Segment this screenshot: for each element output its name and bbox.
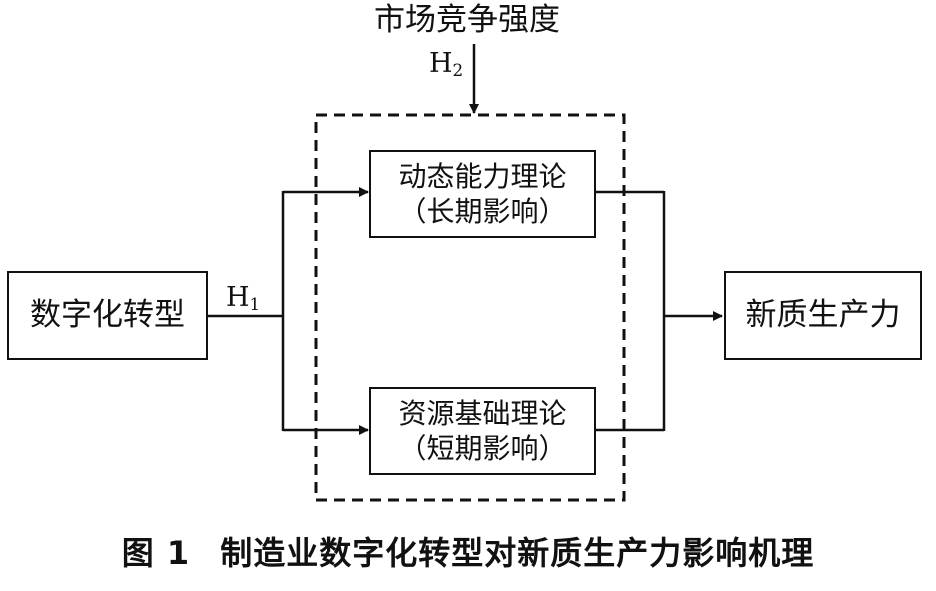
output-box-label: 新质生产力 [745,297,901,334]
moderator-dashed-frame [314,113,626,502]
figure-title: 制造业数字化转型对新质生产力影响机理 [220,534,815,572]
upper-box-dynamic-capability: 动态能力理论 （长期影响） [369,150,596,238]
output-box-new-productivity: 新质生产力 [724,271,922,360]
lower-box-line1: 资源基础理论 [398,397,567,430]
h2-index: 2 [452,60,464,81]
lower-box-line2: （短期影响） [398,432,567,465]
upper-box-line2: （长期影响） [398,195,567,228]
h2-letter: H [429,48,453,79]
h1-letter: H [226,282,250,313]
moderator-label: 市场竞争强度 [374,2,560,38]
input-box-label: 数字化转型 [30,297,185,334]
lower-box-resource-based: 资源基础理论 （短期影响） [369,387,596,475]
input-box-digital-transformation: 数字化转型 [7,271,208,360]
h1-index: 1 [249,294,261,315]
figure-caption: 图 1 制造业数字化转型对新质生产力影响机理 [0,528,936,574]
upper-box-line1: 动态能力理论 [398,160,567,193]
figure-number: 图 1 [121,534,191,572]
hypothesis-h2-label: H2 [429,50,463,79]
hypothesis-h1-label: H1 [226,284,260,313]
